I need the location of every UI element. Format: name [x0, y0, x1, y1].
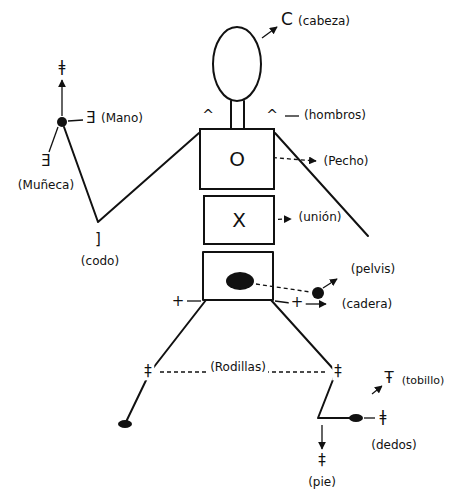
joint-symbol: ǂ — [378, 409, 389, 426]
joint-symbol: + — [170, 293, 187, 310]
joint-symbol: + — [289, 294, 306, 311]
pelvis-marker — [312, 287, 324, 299]
part-label: (pelvis) — [349, 263, 397, 277]
head — [213, 27, 261, 101]
left-foot — [118, 420, 132, 428]
box-symbol: X — [232, 209, 246, 231]
box-symbol: O — [229, 148, 245, 170]
part-label: (cabeza) — [296, 15, 352, 29]
neck — [243, 101, 245, 128]
joint-symbol: ‡ — [316, 452, 328, 469]
left-leg — [125, 300, 206, 424]
right-foot — [349, 414, 363, 422]
leader-lines — [49, 27, 382, 449]
pelvis-dot — [226, 272, 254, 290]
joint-symbol: ^ — [264, 107, 280, 123]
part-label: (Muñeca) — [16, 179, 76, 193]
joint-dots — [57, 117, 363, 428]
joint-symbol: ^ — [200, 107, 216, 123]
right-leg — [271, 300, 350, 418]
joint-symbol: ‡ — [142, 363, 154, 380]
joint-symbol: ǂ — [57, 59, 68, 76]
hand-dot — [57, 117, 67, 127]
body-box: X — [203, 195, 275, 245]
part-label: (pie) — [306, 476, 338, 490]
part-label: (unión) — [297, 211, 344, 225]
left-arm — [64, 127, 199, 222]
joint-symbol: ‡ — [332, 363, 344, 380]
part-label: (codo) — [79, 255, 121, 269]
part-label: (tobillo) — [400, 375, 447, 388]
part-label: (Rodillas) — [208, 361, 268, 375]
neck — [230, 101, 232, 128]
part-label: (Pecho) — [321, 155, 370, 169]
part-label: (Mano) — [99, 112, 145, 126]
pelvis-box — [203, 252, 273, 300]
joint-symbol: Ǝ — [84, 110, 97, 127]
joint-symbol: Ǝ — [39, 153, 52, 170]
joint-symbol: ] — [93, 231, 103, 248]
joint-symbol: Ŧ — [382, 370, 395, 387]
part-label: (dedos) — [369, 439, 419, 453]
part-label: (cadera) — [340, 298, 395, 312]
right-arm — [275, 133, 368, 236]
body-box: O — [199, 128, 275, 190]
part-label: (hombros) — [302, 109, 368, 123]
head-symbol: C — [279, 10, 295, 30]
